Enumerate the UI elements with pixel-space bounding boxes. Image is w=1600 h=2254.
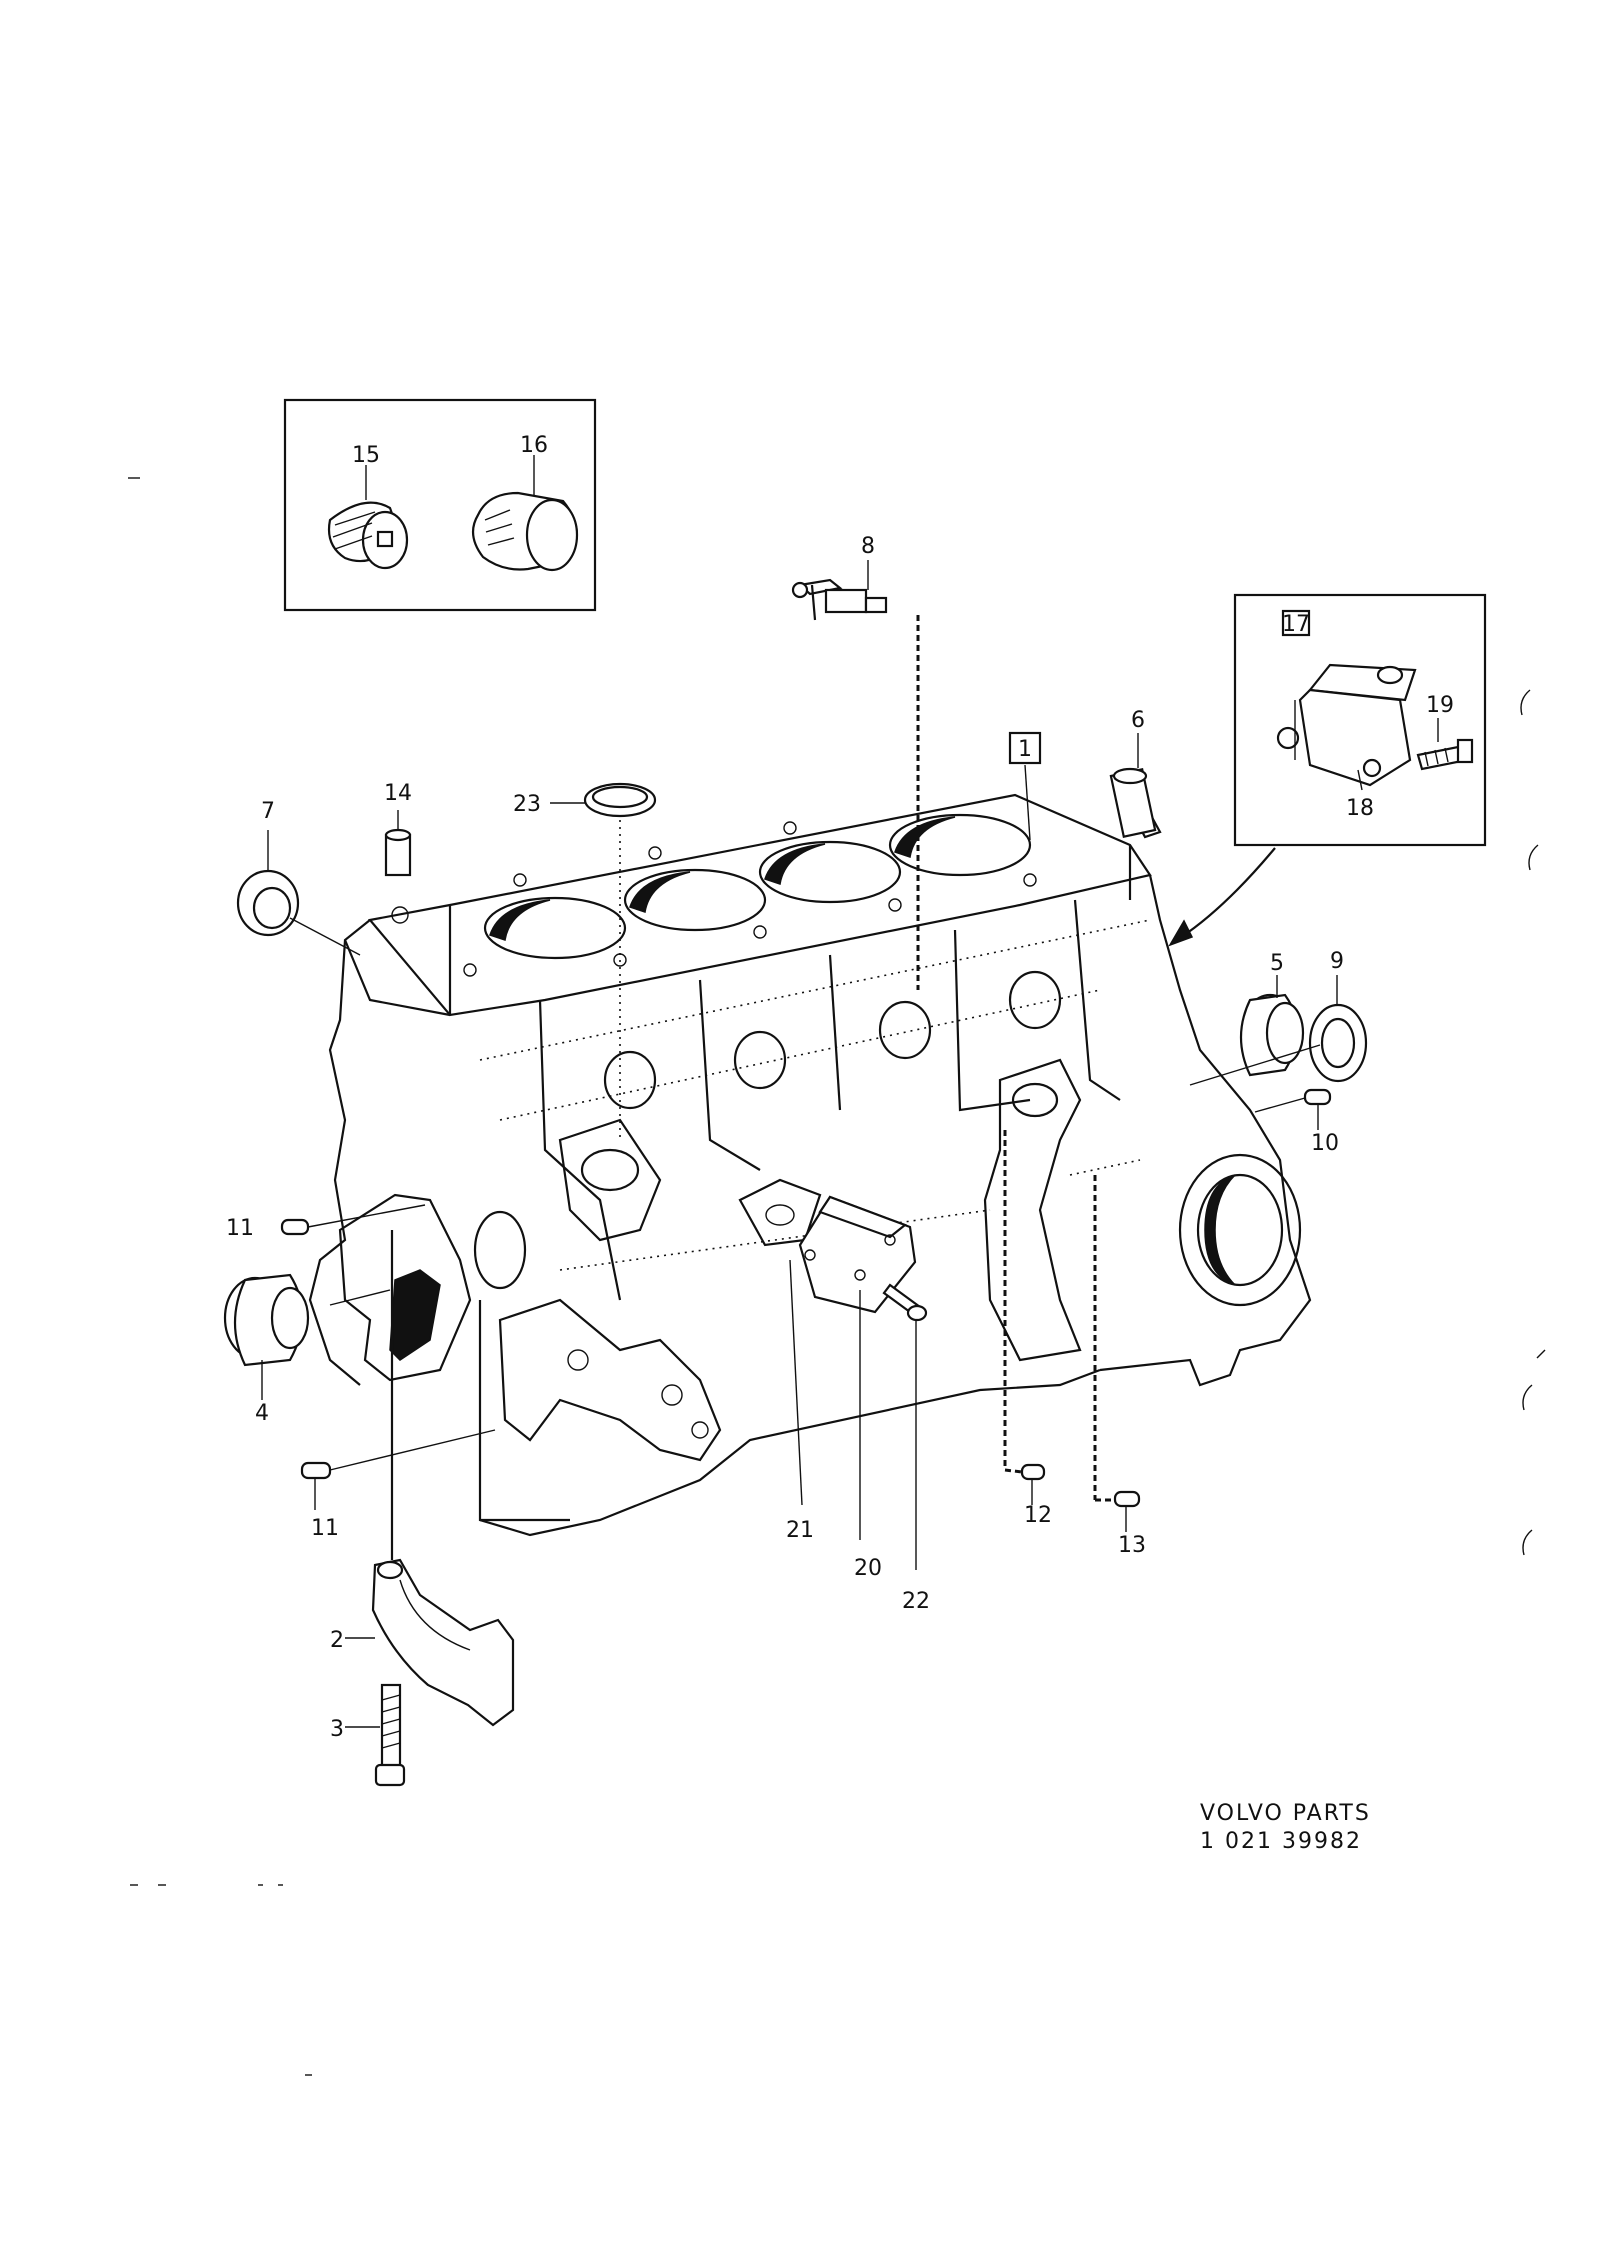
callout-7: 7: [261, 799, 275, 824]
part-23-o-ring-icon: [583, 782, 657, 818]
plug-16-icon: [471, 491, 579, 572]
part-5-bearing-icon: [1240, 993, 1305, 1077]
callout-9: 9: [1330, 949, 1344, 974]
part-11a-dowel-icon: [280, 1218, 310, 1236]
callout-22: 22: [902, 1589, 930, 1614]
callout-15: 15: [352, 443, 380, 468]
callout-5: 5: [1270, 951, 1284, 976]
callout-18: 18: [1346, 796, 1374, 821]
scan-marks: [128, 477, 1546, 2076]
engine-block: [308, 793, 1312, 1537]
boxed-label-1-frame: [1008, 731, 1042, 765]
part-12-dowel-icon: [1020, 1463, 1046, 1481]
callout-12: 12: [1024, 1503, 1052, 1528]
part-20-cover-icon: [798, 1195, 917, 1314]
part-14-sleeve-icon: [384, 828, 412, 877]
part-6-sleeve-icon: [1109, 767, 1162, 839]
callout-8: 8: [861, 534, 875, 559]
credit-number: 1 021 39982: [1200, 1829, 1362, 1854]
bolt-19-icon: [1416, 738, 1474, 771]
callout-11-lower: 11: [311, 1516, 339, 1541]
callout-2: 2: [330, 1628, 344, 1653]
callout-19: 19: [1426, 693, 1454, 718]
callout-11-upper: 11: [226, 1216, 254, 1241]
callout-21: 21: [786, 1518, 814, 1543]
callout-20: 20: [854, 1556, 882, 1581]
part-13-dowel-icon: [1113, 1490, 1141, 1508]
boxed-label-17-frame: [1281, 609, 1311, 637]
callout-13: 13: [1118, 1533, 1146, 1558]
part-9-seal-icon: [1308, 1003, 1368, 1083]
leader-lines: [261, 560, 1338, 1728]
callout-4: 4: [255, 1401, 269, 1426]
credit-title: VOLVO PARTS: [1200, 1801, 1371, 1826]
inset-bracket-box: [1168, 593, 1487, 947]
callout-14: 14: [384, 781, 412, 806]
part-2-main-bearing-cap-icon: [371, 1558, 515, 1727]
callout-6: 6: [1131, 708, 1145, 733]
callout-1: 1: [1018, 737, 1032, 762]
inset-plugs-box: [283, 398, 597, 612]
callout-3: 3: [330, 1717, 344, 1742]
callout-23: 23: [513, 792, 541, 817]
bracket-17-icon: [1276, 663, 1417, 787]
plug-15-icon: [327, 501, 409, 570]
callout-10: 10: [1311, 1131, 1339, 1156]
part-7-seal-icon: [236, 869, 300, 937]
part-22-screw-icon: [882, 1283, 928, 1322]
part-8-sender-icon: [791, 578, 888, 621]
callout-labels: 1 2 3 4 5 6 7 8 9 10 11 11 12 13 14 15 1…: [226, 433, 1454, 1742]
callout-16: 16: [520, 433, 548, 458]
part-3-bolt-icon: [374, 1683, 406, 1787]
part-10-dowel-icon: [1303, 1088, 1332, 1106]
part-11b-dowel-icon: [300, 1461, 332, 1480]
catalog-credit: VOLVO PARTS 1 021 39982: [1200, 1801, 1371, 1854]
part-4-bearing-icon: [223, 1273, 310, 1367]
callout-17: 17: [1282, 612, 1310, 637]
inset-arrow: [1179, 847, 1276, 939]
